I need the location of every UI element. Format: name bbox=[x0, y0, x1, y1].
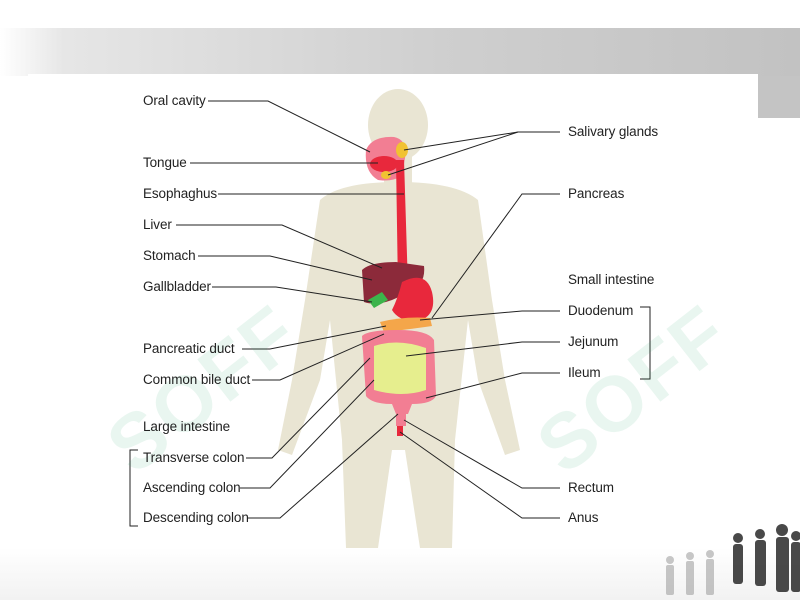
label-oral-cavity: Oral cavity bbox=[143, 93, 206, 108]
rectum-shape bbox=[396, 412, 406, 426]
label-large-intestine: Large intestine bbox=[143, 419, 231, 434]
salivary-gland-shape bbox=[396, 142, 408, 158]
salivary-gland-shape-2 bbox=[381, 171, 391, 179]
anus-shape bbox=[397, 426, 403, 436]
organs bbox=[362, 136, 436, 436]
label-tongue: Tongue bbox=[143, 155, 187, 170]
people-silhouettes-decoration bbox=[666, 524, 800, 595]
label-descending-colon: Descending colon bbox=[143, 510, 249, 525]
large-intestine-bracket bbox=[129, 449, 138, 527]
header-band bbox=[0, 28, 800, 76]
tongue-shape bbox=[370, 156, 398, 172]
label-jejunum: Jejunum bbox=[568, 334, 619, 349]
label-rectum: Rectum bbox=[568, 480, 614, 495]
small-intestine-shape bbox=[374, 342, 426, 394]
label-liver: Liver bbox=[143, 217, 172, 232]
label-anus: Anus bbox=[568, 510, 599, 525]
pancreas-shape bbox=[380, 317, 432, 332]
gallbladder-shape bbox=[368, 292, 388, 308]
header-band-corner bbox=[758, 76, 800, 118]
esophagus-shape bbox=[396, 160, 408, 290]
leader-lines bbox=[176, 100, 560, 519]
label-small-intestine: Small intestine bbox=[568, 272, 655, 287]
label-pancreatic-duct: Pancreatic duct bbox=[143, 341, 235, 356]
label-duodenum: Duodenum bbox=[568, 303, 634, 318]
small-intestine-bracket bbox=[640, 306, 651, 380]
label-common-bile-duct: Common bile duct bbox=[143, 372, 251, 387]
stomach-shape bbox=[392, 277, 434, 322]
label-transverse-colon: Transverse colon bbox=[143, 450, 245, 465]
label-esophaghus: Esophaghus bbox=[143, 186, 218, 201]
label-gallbladder: Gallbladder bbox=[143, 279, 211, 294]
liver-shape bbox=[362, 262, 425, 304]
label-pancreas: Pancreas bbox=[568, 186, 625, 201]
label-ileum: Ileum bbox=[568, 365, 601, 380]
label-ascending-colon: Ascending colon bbox=[143, 480, 241, 495]
label-stomach: Stomach bbox=[143, 248, 196, 263]
label-salivary-glands: Salivary glands bbox=[568, 124, 659, 139]
